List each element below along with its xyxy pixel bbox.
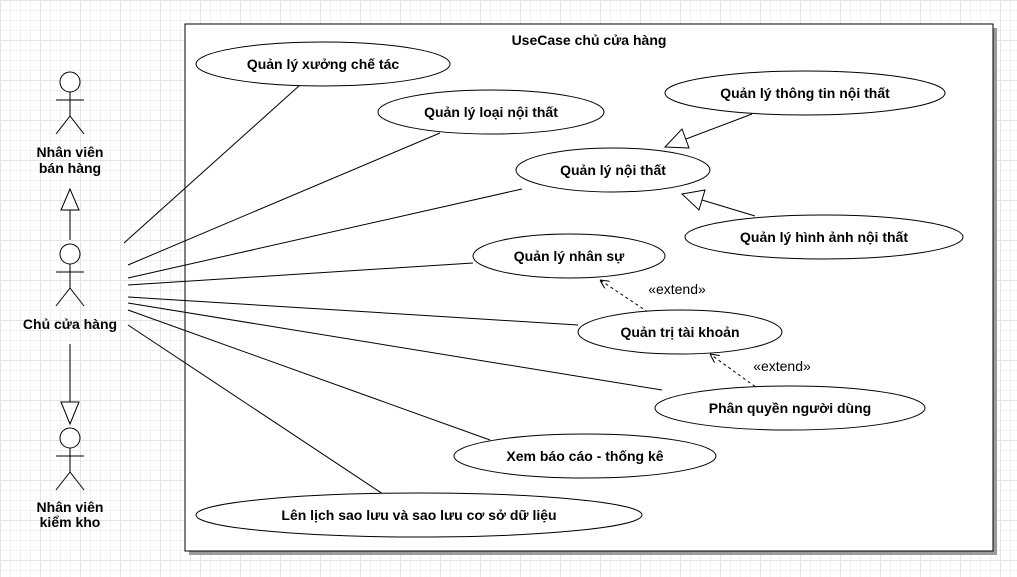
- usecase-hr[interactable]: Quản lý nhân sự: [472, 233, 666, 279]
- assoc-furniture-type: [127, 132, 441, 266]
- usecase-backup-label: Lên lịch sao lưu và sao lưu cơ sở dữ liệ…: [281, 507, 556, 523]
- usecase-workshop[interactable]: Quản lý xưởng chế tác: [195, 41, 451, 87]
- usecase-generalizations: [663, 113, 756, 217]
- gen-info-furniture-head: [663, 128, 690, 149]
- usecase-account-admin-label: Quản trị tài khoản: [620, 324, 739, 340]
- actor-warehouse[interactable]: [55, 427, 85, 491]
- actor-sales-label-line1: Nhân viên: [37, 144, 104, 160]
- extend-relations: [600, 280, 761, 391]
- usecase-reports-label: Xem báo cáo - thống kê: [506, 448, 663, 464]
- usecase-furniture-info[interactable]: Quản lý thông tin nội thất: [664, 70, 946, 116]
- gen-owner-warehouse-head: [60, 401, 80, 426]
- usecase-workshop-label: Quản lý xưởng chế tác: [247, 56, 400, 72]
- assoc-backup: [127, 324, 393, 501]
- actor-owner-label: Chủ cửa hàng: [23, 316, 117, 332]
- assoc-furniture: [127, 188, 523, 279]
- system-title: UseCase chủ cửa hàng: [512, 32, 667, 48]
- gen-info-furniture-line: [685, 113, 753, 140]
- actor-warehouse-head: [59, 427, 81, 449]
- usecase-furniture-type[interactable]: Quản lý loại nội thất: [377, 89, 605, 135]
- assoc-workshop: [123, 84, 301, 244]
- assoc-permissions: [127, 302, 663, 391]
- usecase-account-admin[interactable]: Quản trị tài khoản: [577, 309, 783, 355]
- assoc-account-admin: [127, 296, 579, 326]
- actor-owner[interactable]: [55, 243, 85, 307]
- gen-owner-sales-head: [60, 187, 80, 211]
- gen-image-furniture-line: [701, 199, 756, 217]
- usecase-backup[interactable]: Lên lịch sao lưu và sao lưu cơ sở dữ liệ…: [195, 492, 643, 538]
- extend-hr-line: [600, 280, 649, 313]
- usecase-furniture-image-label: Quản lý hình ảnh nội thất: [740, 229, 908, 245]
- actor-sales[interactable]: [55, 71, 85, 135]
- actor-sales-head: [59, 71, 81, 93]
- usecase-furniture-info-label: Quản lý thông tin nội thất: [720, 85, 890, 101]
- usecase-hr-label: Quản lý nhân sự: [514, 248, 625, 264]
- assoc-hr: [127, 262, 474, 286]
- usecase-furniture-type-label: Quản lý loại nội thất: [424, 104, 558, 120]
- assoc-reports: [127, 309, 491, 441]
- usecase-permissions[interactable]: Phân quyền người dùng: [654, 385, 926, 431]
- associations: [123, 84, 663, 501]
- actor-owner-head: [59, 243, 81, 265]
- actor-warehouse-label-line1: Nhân viên: [37, 499, 104, 515]
- gen-image-furniture-head: [680, 189, 706, 211]
- usecase-furniture-image[interactable]: Quản lý hình ảnh nội thất: [684, 214, 964, 260]
- usecase-reports[interactable]: Xem báo cáo - thống kê: [453, 433, 717, 479]
- extend-label-2: «extend»: [753, 358, 811, 374]
- extend-account-line: [710, 354, 761, 391]
- actor-warehouse-label-line2: kiểm kho: [40, 514, 101, 530]
- usecase-furniture-label: Quản lý nội thất: [560, 162, 666, 178]
- actor-generalizations: [60, 187, 80, 426]
- extend-label-1: «extend»: [648, 281, 706, 297]
- actor-sales-label-line2: bán hàng: [39, 160, 101, 176]
- usecase-furniture[interactable]: Quản lý nội thất: [515, 147, 711, 193]
- usecase-permissions-label: Phân quyền người dùng: [709, 400, 871, 416]
